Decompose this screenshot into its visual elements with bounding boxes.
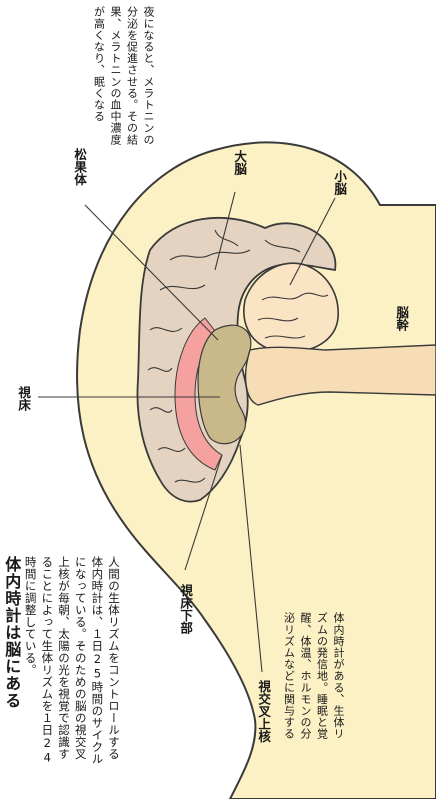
label-cerebrum: 大脳 (230, 150, 248, 175)
label-hypothalamus: 視床下部 (176, 584, 194, 634)
label-scn: 視交叉上核 (254, 680, 272, 743)
scn-description: 体内時計がある、生体リズムの発信地。睡眠と覚醒、体温、ホルモンの分泌リズムなどに… (280, 612, 346, 798)
label-pineal: 松果体 (70, 148, 88, 186)
intro-line: 時間に調整している。 (22, 556, 39, 796)
intro-line: になっている。そのための脳の視交叉 (72, 556, 89, 796)
scn-desc-line: 体内時計がある、生体リ (330, 612, 347, 798)
intro-line: ることによって生体リズムを１日24 (39, 556, 56, 796)
label-brainstem: 脳幹 (392, 306, 410, 331)
pineal-desc-line: 夜になると、メラトニンの (140, 6, 157, 196)
pineal-description: 夜になると、メラトニンの分泌を促進させる。その結果、メラトニンの血中濃度が高くな… (90, 6, 156, 196)
intro-line: 人間の生体リズムをコントロールする (105, 556, 122, 796)
pineal-desc-line: 果、メラトニンの血中濃度 (107, 6, 124, 196)
heading: 体内時計は脳にある (0, 556, 23, 796)
scn-desc-line: 醒、体温、ホルモンの分 (297, 612, 314, 798)
intro-line: 上核が毎朝、太陽の光を視覚で認識す (55, 556, 72, 796)
pineal-desc-line: 分泌を促進させる。その結 (123, 6, 140, 196)
intro-line: 体内時計は、１日25時間のサイクル (89, 556, 106, 796)
label-cerebellum: 小脳 (330, 170, 348, 195)
pineal-desc-line: が高くなり、眠くなる (90, 6, 107, 196)
scn-desc-line: 泌リズムなどに関与する (280, 612, 297, 798)
intro-text: 人間の生体リズムをコントロールする体内時計は、１日25時間のサイクルになっている… (22, 556, 122, 796)
label-thalamus: 視床 (14, 386, 32, 411)
scn-desc-line: ズムの発信地。睡眠と覚 (313, 612, 330, 798)
